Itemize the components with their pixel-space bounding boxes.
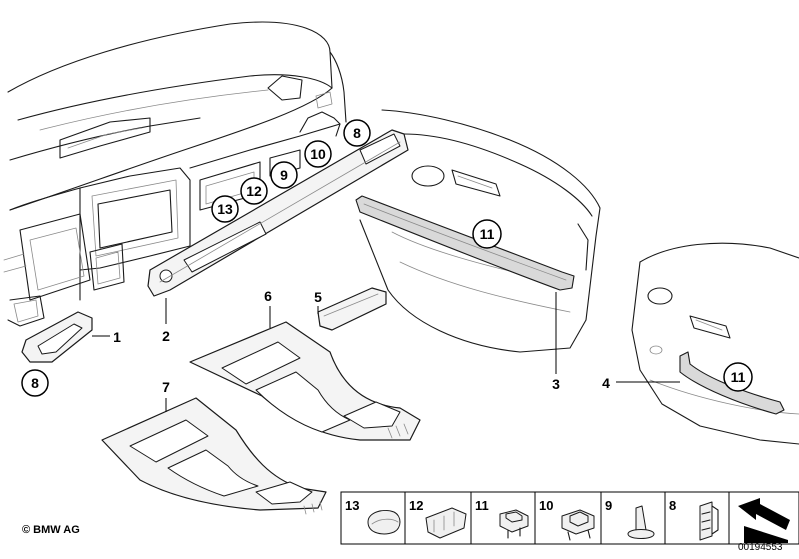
callout-1: 1	[113, 329, 121, 345]
trim-part-3	[355, 195, 575, 291]
svg-text:11: 11	[731, 369, 746, 385]
circled-callout-13: 13	[211, 195, 239, 223]
strip-cell-9: 9	[605, 498, 612, 513]
strip-cell-12: 12	[409, 498, 423, 513]
svg-text:5: 5	[314, 289, 322, 305]
svg-text:10: 10	[310, 146, 326, 162]
callout-3: 3	[552, 376, 560, 392]
svg-text:9: 9	[280, 167, 288, 183]
circled-callout-8-left: 8	[21, 369, 49, 397]
svg-text:2: 2	[162, 328, 170, 344]
clip-12-icon	[425, 507, 467, 539]
callout-4: 4	[602, 375, 610, 391]
callout-7: 7	[162, 379, 170, 395]
trim-part-2	[147, 129, 409, 297]
circled-callout-9: 9	[270, 161, 298, 189]
arrow-symbol-icon	[738, 498, 790, 543]
svg-text:6: 6	[264, 288, 272, 304]
document-id: 00194553	[738, 542, 783, 553]
trim-part-5	[317, 287, 387, 331]
callout-2: 2	[162, 328, 170, 344]
rear-door-panel	[631, 242, 799, 445]
svg-text:4: 4	[602, 375, 610, 391]
trim-part-7	[101, 397, 327, 515]
svg-text:13: 13	[217, 201, 233, 217]
svg-text:11: 11	[480, 226, 495, 242]
trim-part-4	[679, 351, 785, 415]
strip-cell-10: 10	[539, 498, 553, 513]
strip-cell-11: 11	[475, 498, 489, 513]
clip-10-icon	[561, 509, 595, 541]
callout-5: 5	[314, 289, 322, 305]
clip-9-icon	[627, 505, 655, 539]
trim-part-6	[189, 321, 421, 441]
svg-text:7: 7	[162, 379, 170, 395]
parts-strip: 13 12 11 10 9 8	[340, 491, 799, 545]
strip-cell-13: 13	[345, 498, 359, 513]
circled-callout-11-front: 11	[472, 219, 502, 249]
clip-8-icon	[699, 501, 719, 541]
circled-callout-8-top: 8	[343, 119, 371, 147]
circled-callout-11-rear: 11	[723, 362, 753, 392]
clip-11-icon	[499, 509, 529, 539]
svg-text:3: 3	[552, 376, 560, 392]
leader-lines	[92, 292, 680, 412]
svg-text:8: 8	[31, 375, 39, 391]
svg-text:12: 12	[246, 183, 262, 199]
svg-text:1: 1	[113, 329, 121, 345]
front-door-panel	[359, 109, 601, 353]
copyright-text: © BMW AG	[22, 524, 80, 536]
trim-part-1	[21, 311, 93, 363]
clip-13-icon	[367, 509, 401, 535]
callout-6: 6	[264, 288, 272, 304]
circled-callout-12: 12	[240, 177, 268, 205]
strip-cell-8: 8	[669, 498, 676, 513]
circled-callout-10: 10	[304, 140, 332, 168]
svg-text:8: 8	[353, 125, 361, 141]
